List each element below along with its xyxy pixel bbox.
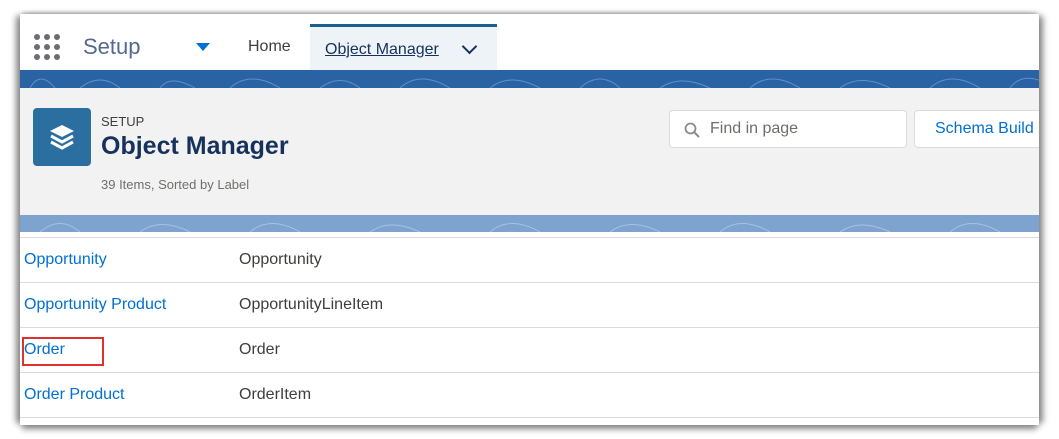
api-name: Opportunity bbox=[239, 251, 322, 268]
app-name: Setup bbox=[83, 34, 141, 59]
layers-icon bbox=[33, 108, 91, 166]
api-name: Order bbox=[239, 341, 280, 358]
object-link-opportunity-product[interactable]: Opportunity Product bbox=[24, 296, 167, 313]
schema-builder-button[interactable]: Schema Build bbox=[914, 110, 1039, 148]
header-band bbox=[20, 215, 1039, 233]
object-list: Opportunity Opportunity Opportunity Prod… bbox=[20, 237, 1039, 418]
object-link-order[interactable]: Order bbox=[24, 341, 65, 358]
api-name: OrderItem bbox=[239, 386, 312, 403]
band-pattern bbox=[39, 223, 1001, 233]
setup-window: Setup Home Object Manager SETUP Object M… bbox=[20, 14, 1039, 425]
band-pattern bbox=[29, 77, 1039, 89]
search-icon bbox=[684, 122, 700, 138]
app-menu-caret-icon[interactable] bbox=[196, 43, 210, 51]
chevron-down-icon[interactable] bbox=[461, 38, 478, 55]
tab-home[interactable]: Home bbox=[248, 38, 291, 55]
global-nav: Setup Home Object Manager bbox=[20, 14, 1039, 70]
object-link-order-product[interactable]: Order Product bbox=[24, 386, 125, 403]
page-header: SETUP Object Manager 39 Items, Sorted by… bbox=[20, 88, 1039, 215]
table-row: Opportunity Opportunity bbox=[20, 238, 1039, 283]
highlight-box bbox=[22, 337, 104, 366]
table-row: Opportunity Product OpportunityLineItem bbox=[20, 283, 1039, 328]
page-title: Object Manager bbox=[101, 132, 289, 160]
tab-object-manager[interactable]: Object Manager bbox=[310, 24, 497, 70]
page-eyebrow: SETUP bbox=[101, 114, 145, 129]
find-in-page-field[interactable] bbox=[669, 110, 907, 148]
api-name: OpportunityLineItem bbox=[239, 296, 384, 313]
find-in-page-input[interactable] bbox=[708, 119, 902, 139]
object-link-opportunity[interactable]: Opportunity bbox=[24, 251, 107, 268]
table-row: Order Product OrderItem bbox=[20, 373, 1039, 418]
brand-band bbox=[20, 70, 1039, 89]
item-count: 39 Items, Sorted by Label bbox=[101, 177, 250, 192]
tab-object-manager-label: Object Manager bbox=[325, 41, 439, 58]
app-launcher-icon[interactable] bbox=[34, 34, 60, 60]
table-row: Order Order bbox=[20, 328, 1039, 373]
